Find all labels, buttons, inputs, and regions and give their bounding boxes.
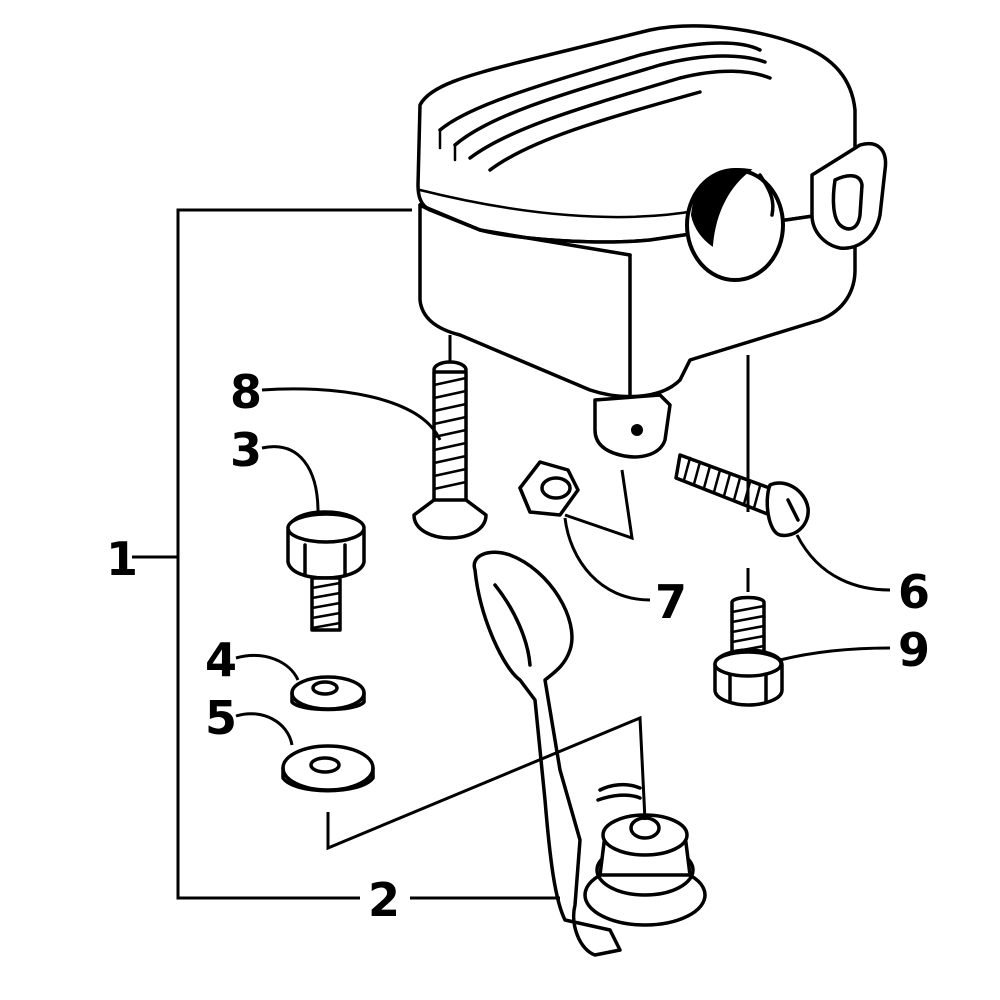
leader-lines <box>132 208 891 900</box>
callout-9: 9 <box>898 623 930 677</box>
throttle-lever-icon <box>472 550 707 957</box>
callout-5: 5 <box>205 691 237 745</box>
flat-head-screw-icon <box>412 360 488 540</box>
callout-labels: 1 2 3 4 5 6 7 8 9 <box>106 365 930 927</box>
callout-4: 4 <box>205 633 237 687</box>
hex-bolt-icon <box>286 510 366 632</box>
pan-head-screw-icon <box>674 453 810 538</box>
hex-flange-bolt-icon <box>713 595 784 707</box>
hex-nut-icon <box>518 460 580 517</box>
flat-washer-icon <box>281 744 375 793</box>
switch-housing-icon <box>416 24 888 459</box>
callout-8: 8 <box>230 365 262 419</box>
callout-7: 7 <box>655 575 687 629</box>
callout-6: 6 <box>898 565 930 619</box>
callout-1: 1 <box>106 532 138 586</box>
callout-3: 3 <box>230 423 262 477</box>
lock-washer-icon <box>290 675 366 712</box>
callout-2: 2 <box>368 873 400 927</box>
